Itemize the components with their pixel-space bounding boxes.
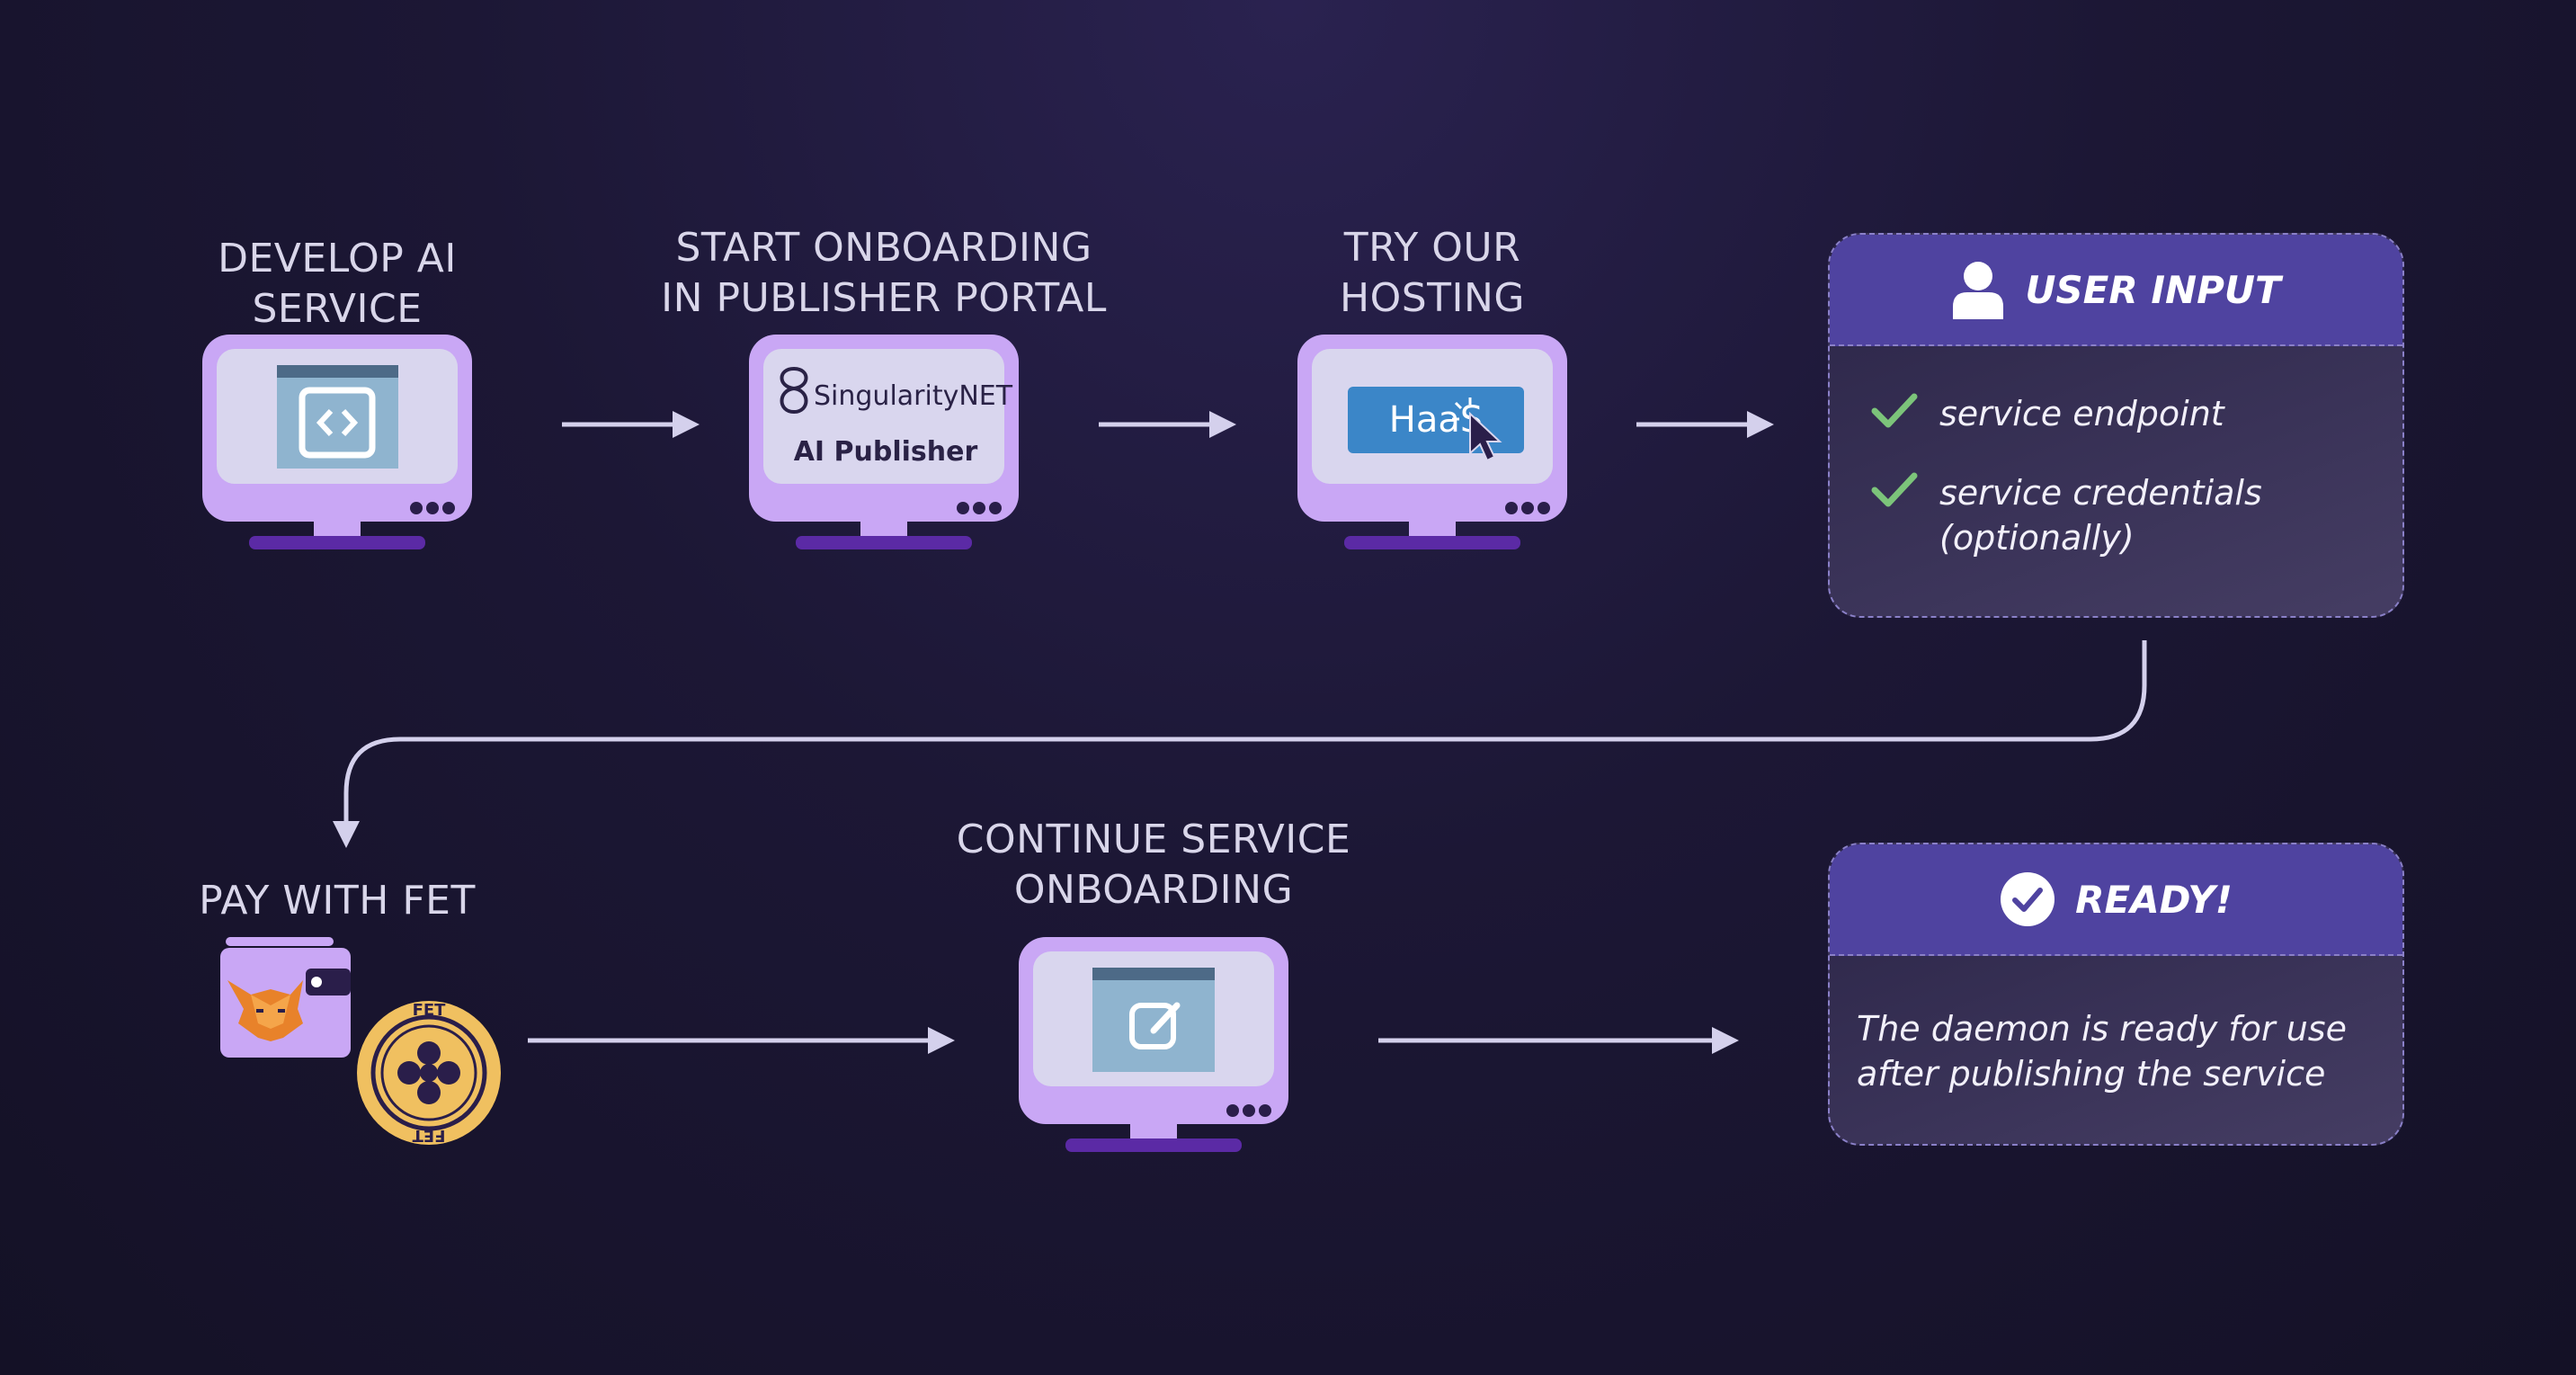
ready-card: READY! The daemon is ready for use after…: [1828, 843, 2404, 1146]
publisher-monitor: SingularityNET AI Publisher: [749, 335, 1019, 549]
edit-window-icon: [1092, 968, 1215, 1072]
step-label-develop-line2: SERVICE: [252, 286, 423, 332]
check-icon: [1871, 472, 1918, 507]
user-input-item-line1: service endpoint: [1939, 394, 2224, 433]
coin-bottom-text: FET: [412, 1126, 446, 1145]
metamask-fox-icon: [227, 980, 303, 1041]
user-input-header: USER INPUT: [1830, 235, 2402, 346]
hosting-monitor: HaaS: [1297, 335, 1567, 549]
step-label-onboarding-line1: START ONBOARDING: [675, 225, 1092, 271]
ready-title: READY!: [2075, 877, 2233, 922]
user-input-item: service endpoint: [1871, 391, 2402, 436]
ready-description-line2: after publishing the service: [1857, 1054, 2326, 1094]
step-label-hosting-line1: TRY OUR: [1343, 225, 1521, 271]
check-icon: [1871, 393, 1918, 428]
step-label-hosting: TRY OUR HOSTING: [1252, 223, 1612, 324]
haas-button-label: HaaS: [1389, 399, 1484, 441]
step-label-pay-line1: PAY WITH FET: [199, 878, 476, 924]
step-label-onboarding: START ONBOARDING IN PUBLISHER PORTAL: [659, 223, 1109, 324]
step-label-hosting-line2: HOSTING: [1339, 275, 1525, 321]
check-circle-icon: [2001, 872, 2055, 926]
fet-coin-icon: FET FET: [357, 1001, 501, 1145]
user-input-card: USER INPUT service endpoint service cred…: [1828, 233, 2404, 618]
user-icon: [1953, 262, 2004, 319]
step-label-continue: CONTINUE SERVICE ONBOARDING: [929, 815, 1378, 915]
logo-brand-text: SingularityNET: [814, 380, 1013, 412]
coin-top-text: FET: [413, 1001, 447, 1020]
user-input-title: USER INPUT: [2025, 267, 2281, 312]
ready-description-line1: The daemon is ready for use: [1857, 1009, 2347, 1049]
step-label-develop-line1: DEVELOP AI: [218, 236, 457, 281]
continue-monitor: [1019, 937, 1288, 1152]
step-label-continue-line2: ONBOARDING: [1013, 867, 1294, 913]
singularitynet-logo-icon: [780, 366, 808, 415]
code-window-icon: [277, 365, 398, 469]
user-input-item: service credentials (optionally): [1871, 470, 2402, 560]
step-label-continue-line1: CONTINUE SERVICE: [956, 817, 1351, 862]
step-label-pay: PAY WITH FET: [157, 876, 517, 926]
cursor-icon: [1452, 397, 1502, 462]
logo-product-text: AI Publisher: [794, 436, 978, 468]
wallet-icon: [220, 937, 351, 1058]
ready-description: The daemon is ready for use after publis…: [1857, 1006, 2402, 1096]
develop-monitor: [202, 335, 472, 549]
step-label-develop: DEVELOP AI SERVICE: [157, 234, 517, 335]
step-label-onboarding-line2: IN PUBLISHER PORTAL: [661, 275, 1107, 321]
arrow-input-to-pay: [333, 640, 2147, 848]
user-input-item-line2: (optionally): [1939, 518, 2135, 558]
ready-header: READY!: [1830, 844, 2402, 956]
user-input-item-line1: service credentials: [1939, 473, 2262, 513]
